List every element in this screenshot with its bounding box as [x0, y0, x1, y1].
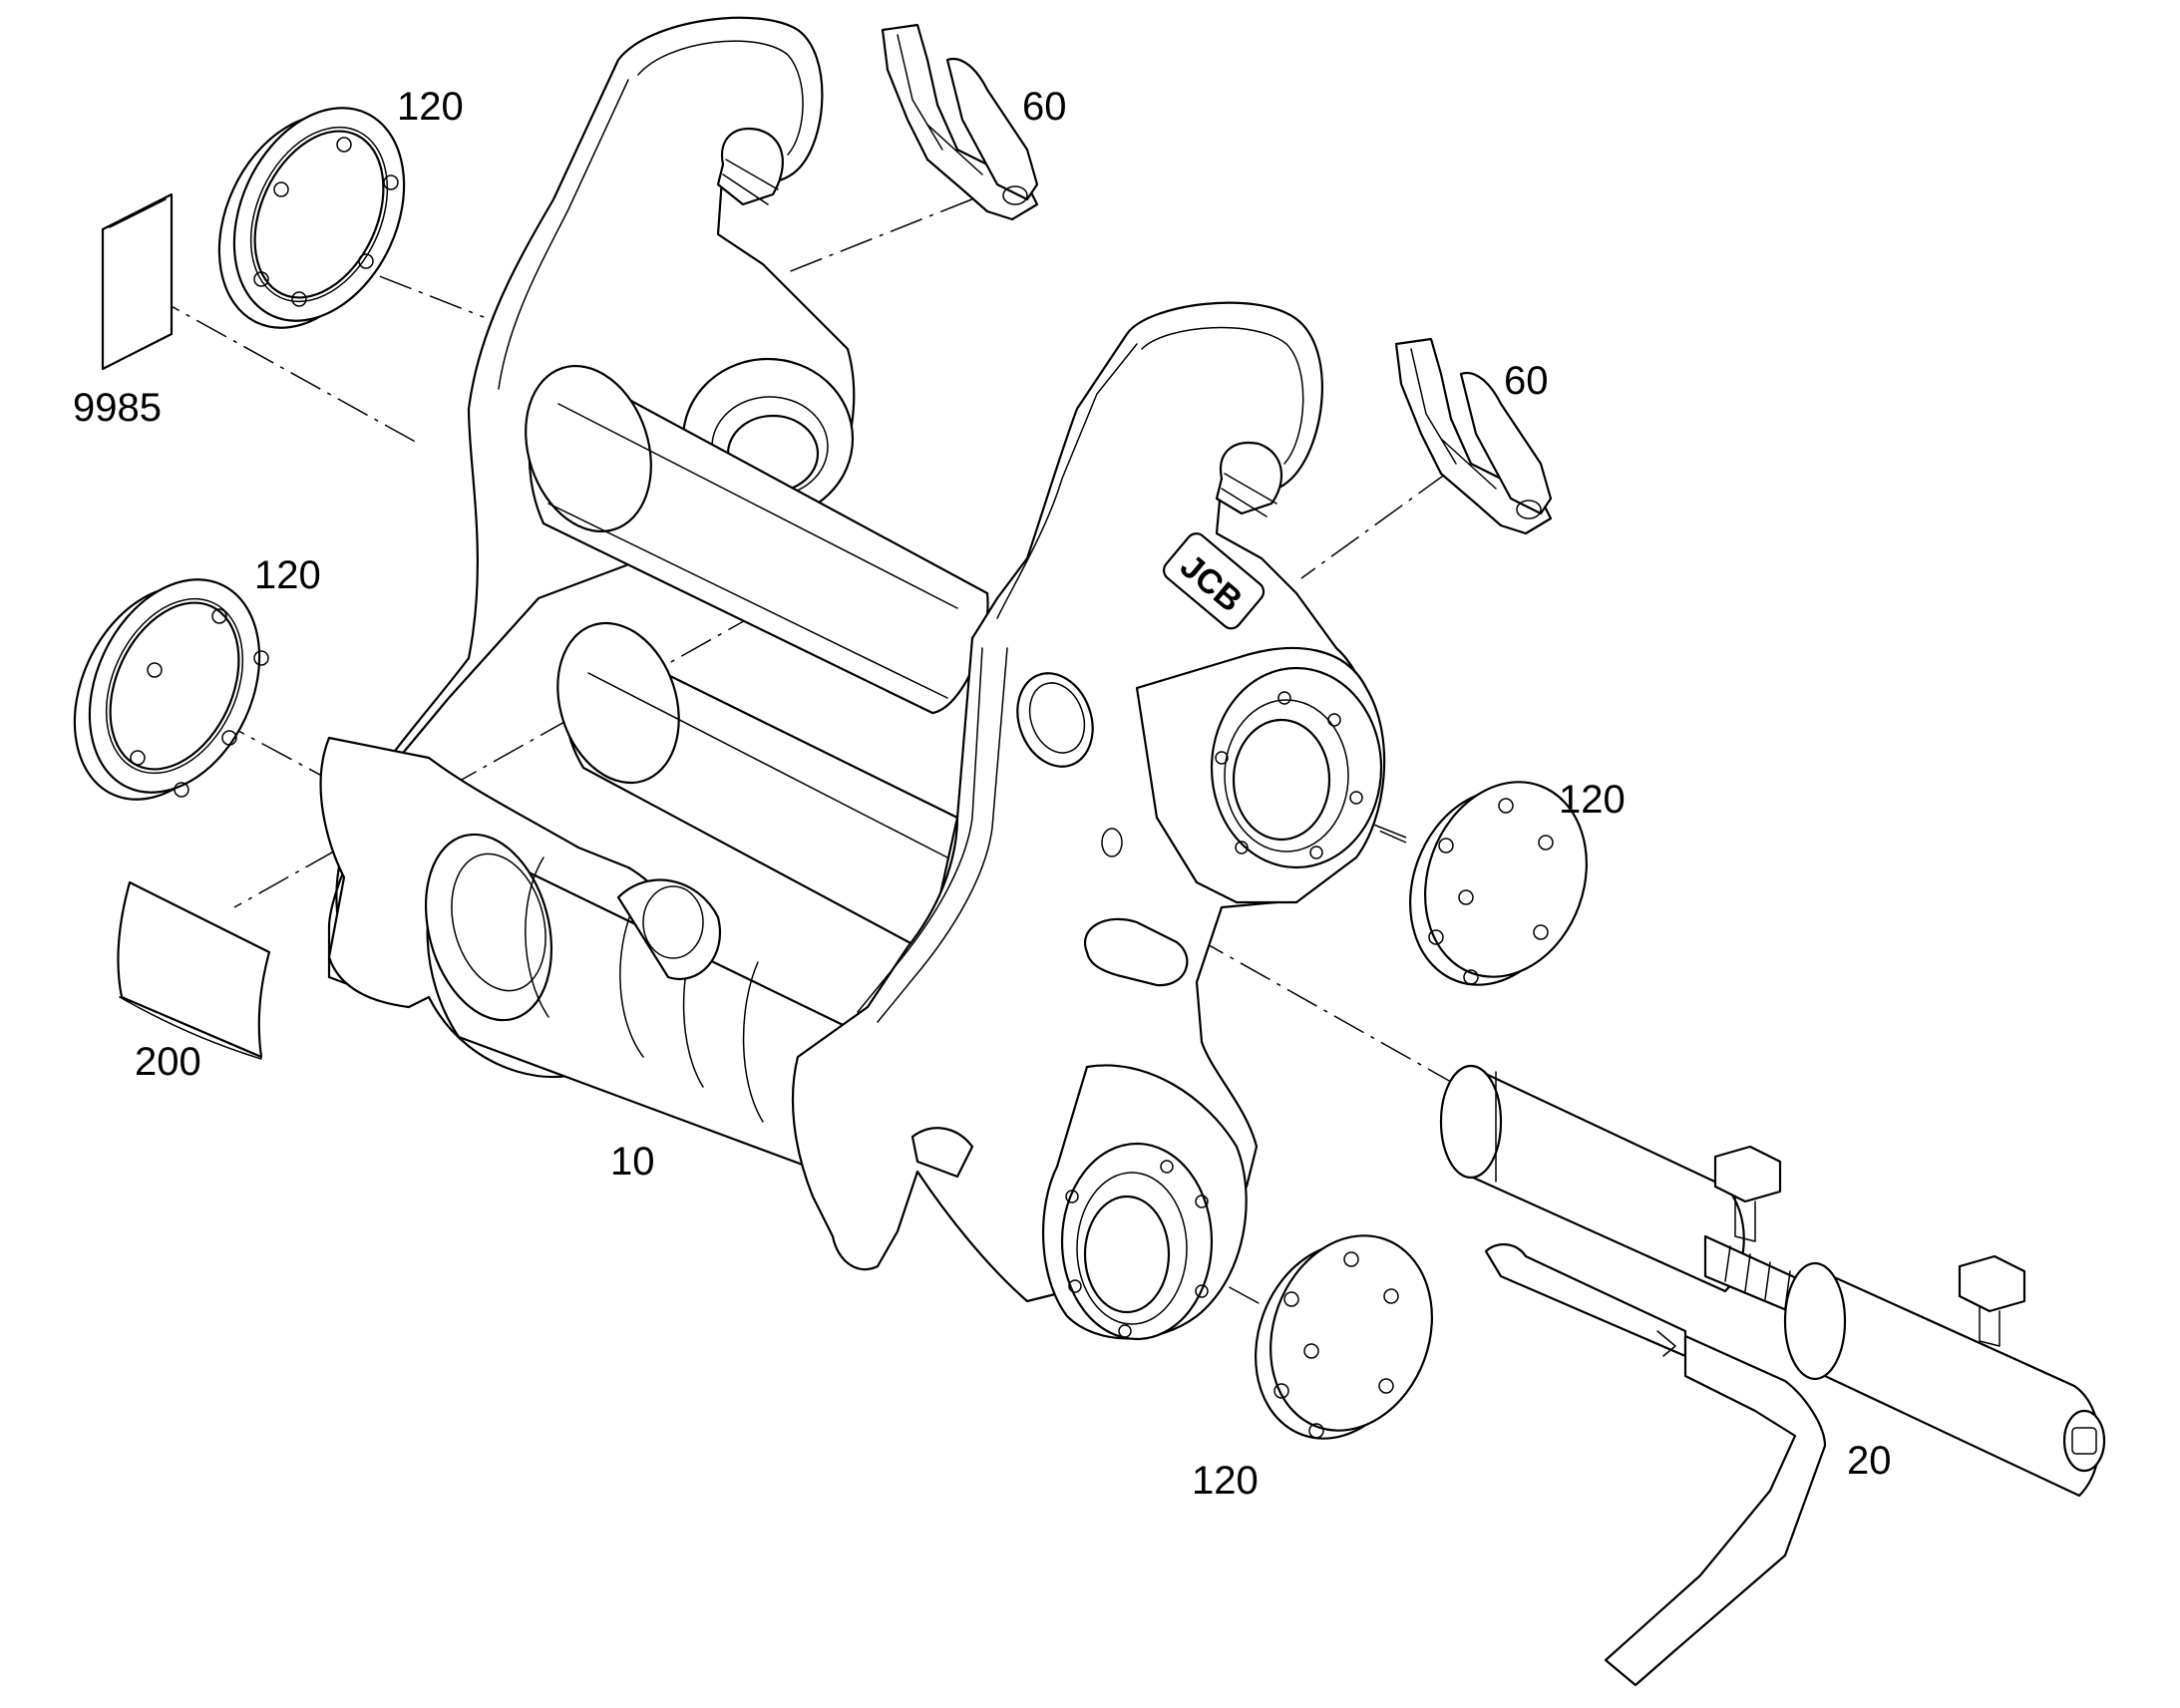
callout-120-upper-left: 120 [397, 85, 464, 129]
latch-part-60-upper [881, 23, 1039, 221]
latch-part-60-lower [1394, 337, 1553, 535]
callout-120-mid-left: 120 [254, 553, 321, 597]
callout-200: 200 [135, 1040, 201, 1084]
cover-disc-mid-left [73, 578, 269, 801]
callout-120-bottom: 120 [1192, 1459, 1259, 1503]
sheet-part-200 [117, 880, 271, 1060]
callout-60-lower: 60 [1504, 359, 1549, 403]
callout-9985: 9985 [73, 386, 162, 430]
hydraulic-ram-part-20 [1439, 1064, 2106, 1498]
hex-key-tool [1484, 1243, 1827, 1687]
callout-120-right: 120 [1559, 778, 1626, 822]
brand-logo-plate: JCB [1162, 532, 1266, 630]
cover-disc-upper-left [217, 107, 406, 329]
cover-disc-bottom [1255, 1234, 1433, 1440]
callout-labels: 120 60 9985 60 120 120 200 10 20 120 [73, 85, 1892, 1503]
callout-60-upper: 60 [1022, 85, 1067, 129]
callout-20: 20 [1847, 1439, 1892, 1483]
decal-part-9985 [101, 192, 174, 371]
quick-coupler-body-part-10: JCB [319, 16, 1386, 1341]
cover-disc-right [1409, 781, 1588, 986]
callout-10: 10 [610, 1140, 655, 1184]
